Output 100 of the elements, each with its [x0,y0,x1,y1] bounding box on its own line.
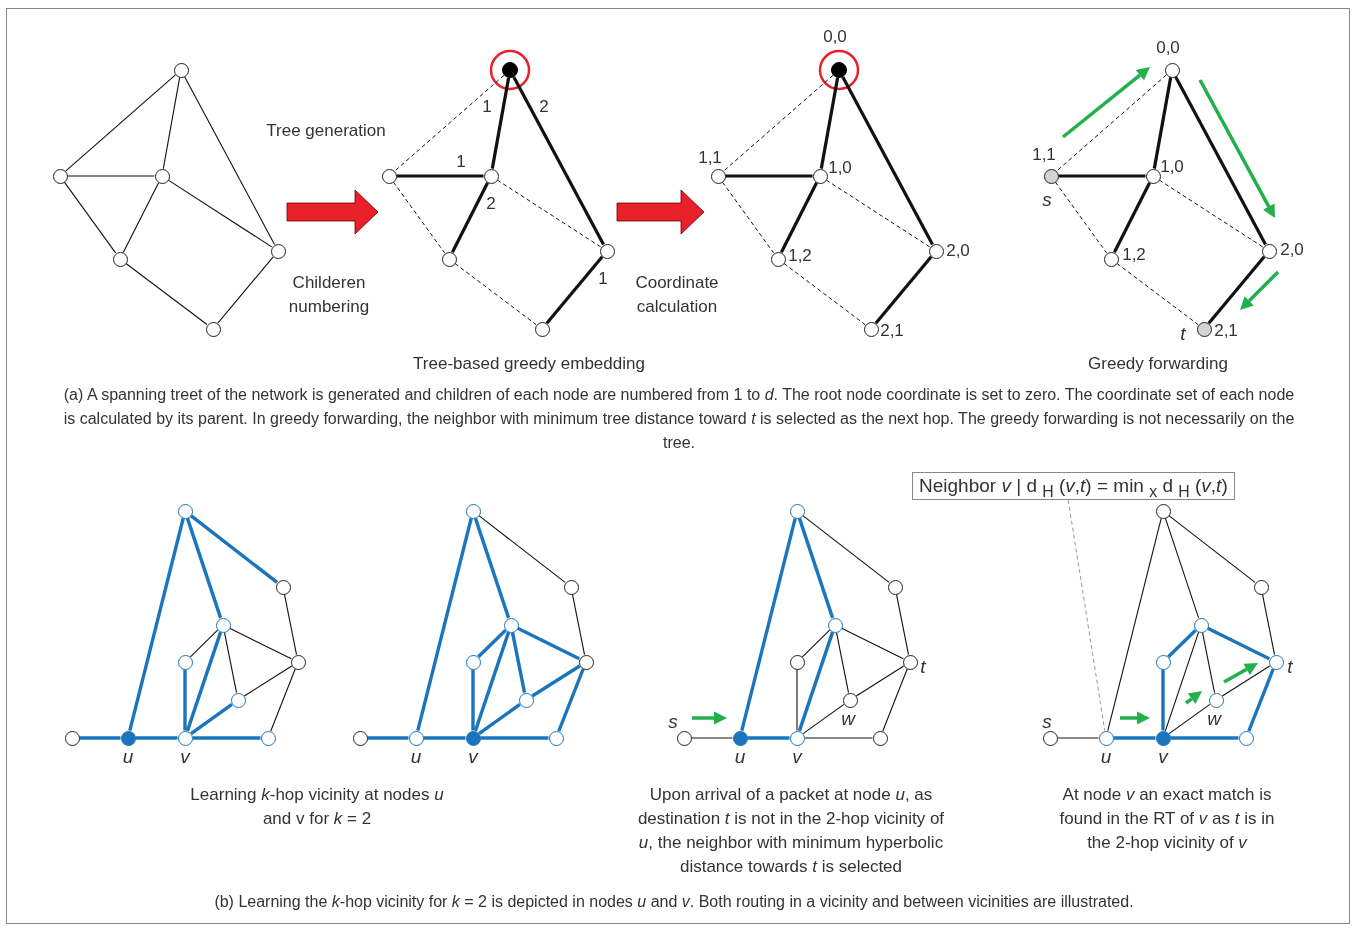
network-link [1164,631,1200,732]
annotation-box: Neighbor v | d $_{H}$ (v,t) = min $_{x}$ d $_{H}$ (v,t) [912,472,1235,500]
network-node [260,730,276,746]
node-label: 2,1 [880,322,904,340]
network-node [173,62,189,78]
node-label: v [1158,748,1168,766]
network-link [450,182,490,253]
network-link [217,256,274,324]
node-label: 1,2 [1122,246,1146,264]
node-label: 1,1 [1032,146,1056,164]
network-node [548,730,564,746]
node-label: u [122,748,134,766]
node-label: 0,0 [823,28,847,46]
network-link [1161,669,1165,731]
network-link [190,703,233,735]
network-node [842,692,858,708]
network-link [1168,515,1256,583]
network-node [578,654,594,670]
network-link [270,668,296,732]
node-label: 0,0 [1156,39,1180,57]
network-node [352,730,368,746]
network-node [710,168,726,184]
node-label: v [792,748,802,766]
network-node [534,321,550,337]
node-label: t [1287,658,1293,676]
network-node [887,579,903,595]
network-link [473,517,511,619]
network-node [154,168,170,184]
network-node [1103,251,1119,267]
network-node [1253,579,1269,595]
network-node [1042,730,1058,746]
node-label: u [410,748,422,766]
network-link [183,76,276,245]
network-link [183,669,187,731]
network-node [408,730,424,746]
network-link [66,175,156,177]
network-link [367,736,409,740]
network-node [465,503,481,519]
network-link [1170,736,1239,740]
network-node [120,730,136,746]
node-label: 1,0 [828,159,852,177]
network-link [801,629,831,658]
panel-text: Upon arrival of a packet at node u, as destination t is not in the 2-hop vicinity of u, the neighbor with minimum hyperbolic distance towards t is selected [636,784,946,878]
node-label: v [468,748,478,766]
node-label: w [1207,710,1221,728]
network-node [518,692,534,708]
network-node [1208,692,1224,708]
network-link [135,736,178,740]
network-link [189,629,219,658]
network-node [599,243,615,259]
network-node [789,730,805,746]
network-link [480,736,549,740]
network-link [1247,668,1275,732]
network-link [490,77,511,169]
network-link [63,181,117,254]
network-link [516,626,581,661]
network-node [177,503,193,519]
network-link [1056,74,1167,172]
network-link [1158,179,1264,248]
network-node [1043,168,1059,184]
network-link [167,179,273,248]
network-link [392,181,446,254]
network-node [52,168,68,184]
network-node [1155,503,1171,519]
network-node [465,654,481,670]
network-node [177,654,193,670]
network-link [723,74,834,172]
node-label: w [841,710,855,728]
network-link [423,736,466,740]
node-label: 1,1 [698,149,722,167]
network-link [1058,174,1146,178]
network-node [812,168,828,184]
network-link [1113,736,1156,740]
network-link [478,515,566,583]
network-link [1112,182,1152,253]
network-link [835,631,850,694]
network-node [270,243,286,259]
panel-text: Coordinate calculation [634,272,720,318]
network-link [797,631,835,732]
node-label: s [1042,713,1052,731]
network-link [1168,703,1211,735]
network-link [243,665,293,697]
network-link [545,255,604,325]
network-link [797,517,835,619]
network-link [189,514,279,584]
network-link [721,181,775,254]
network-link [1164,517,1200,619]
network-link [725,174,813,178]
network-link [531,664,581,698]
network-link [1261,593,1276,656]
network-link [162,76,181,170]
network-link [571,593,586,656]
network-link [478,703,521,735]
network-link [1116,263,1199,325]
network-node [827,617,843,633]
network-link [803,737,874,739]
network-link [690,737,734,739]
node-label: 2,0 [1280,241,1304,259]
network-link [841,627,904,660]
network-link [841,76,934,246]
